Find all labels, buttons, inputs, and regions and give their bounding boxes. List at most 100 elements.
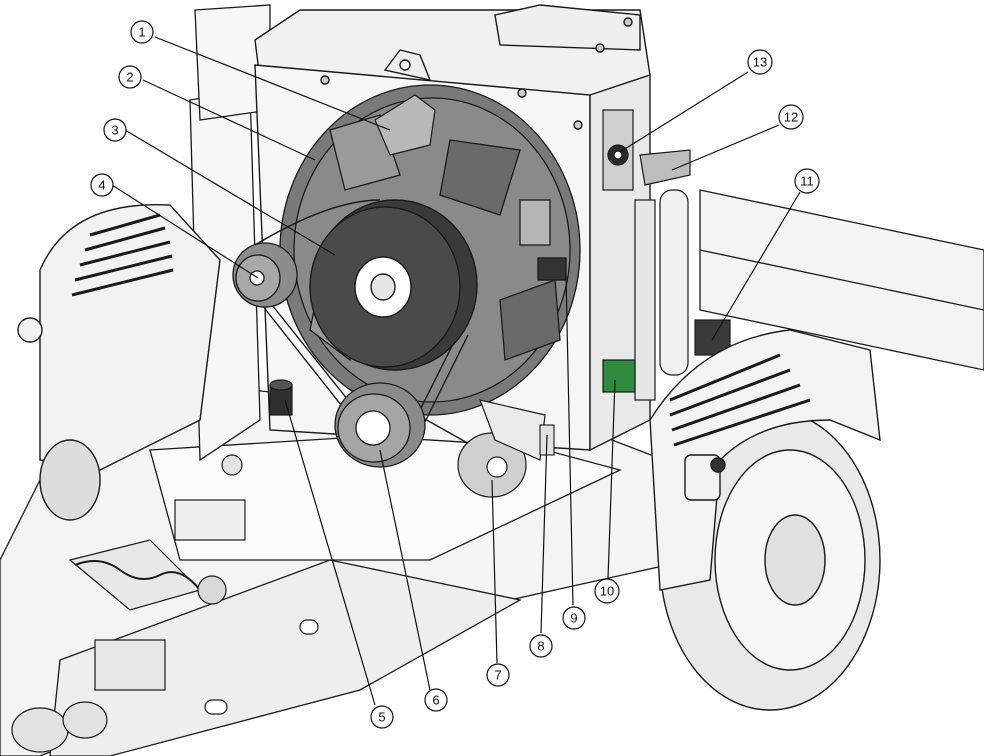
leader-1 <box>154 36 391 131</box>
leader-9 <box>565 274 574 606</box>
belt-right-2 <box>419 334 469 433</box>
top-hinge-bracket <box>639 149 691 186</box>
callout-label: 11 <box>800 174 814 189</box>
gas-strut <box>659 189 689 376</box>
small-pulley <box>232 242 298 308</box>
right-hub <box>764 514 826 606</box>
belt-left-2 <box>267 299 353 406</box>
leader-6 <box>379 449 431 691</box>
right-fender-body <box>649 329 881 591</box>
belt-left <box>257 299 346 411</box>
chassis-slot <box>204 699 228 715</box>
callout-circle <box>486 663 510 687</box>
bolt <box>623 17 633 27</box>
callout-label: 3 <box>111 123 118 138</box>
chassis-slot <box>299 619 319 635</box>
drawbar-parts <box>11 454 319 753</box>
left-reflector <box>17 317 43 343</box>
callout-label: 2 <box>126 70 133 85</box>
callout-4: 4 <box>90 173 114 197</box>
callout-label: 6 <box>432 693 439 708</box>
tension-pulley <box>334 382 426 468</box>
fan-rib <box>439 139 521 216</box>
callout-circle <box>778 104 804 130</box>
callout-label: 1 <box>138 25 145 40</box>
terminal-block <box>694 319 731 356</box>
bolt <box>320 75 330 85</box>
fan-block <box>519 199 551 246</box>
left-fender <box>17 203 221 521</box>
callout-circle <box>90 173 114 197</box>
callout-3: 3 <box>103 118 127 142</box>
leader-13 <box>619 71 749 153</box>
fan-rib <box>499 279 561 361</box>
lift-eye <box>399 59 411 71</box>
callout-8: 8 <box>529 634 553 658</box>
spring-coil <box>74 560 201 591</box>
switch-knob-center <box>613 150 623 160</box>
left-fender-ribs <box>71 213 174 297</box>
lower-sensor <box>269 379 293 416</box>
terminal-strip <box>634 199 656 401</box>
bolt <box>595 43 605 53</box>
callout-label: 8 <box>537 639 544 654</box>
leader-12 <box>671 124 780 171</box>
callout-circle <box>370 705 394 729</box>
callout-1: 1 <box>130 20 154 44</box>
sensor-cap <box>269 379 293 391</box>
callout-7: 7 <box>486 663 510 687</box>
callout-13: 13 <box>747 49 773 75</box>
leader-7 <box>491 479 498 664</box>
callout-circle <box>747 49 773 75</box>
fan-sensor <box>537 257 567 281</box>
bolt <box>517 88 527 98</box>
beam-edge <box>699 249 984 311</box>
idler-roller-hub <box>486 456 508 478</box>
coupling-handle <box>197 575 227 605</box>
right-fender-ribs <box>669 353 811 447</box>
top-disc-bracket <box>374 94 436 156</box>
callout-label: 4 <box>98 178 105 193</box>
callout-12: 12 <box>778 104 804 130</box>
right-wheel-assembly <box>649 329 881 711</box>
pcb-board <box>602 359 636 393</box>
bolt <box>573 120 583 130</box>
callout-5: 5 <box>370 705 394 729</box>
right-reflector-light <box>710 457 726 473</box>
leader-3 <box>124 129 336 256</box>
leader-11 <box>711 191 801 341</box>
callout-circle <box>118 65 142 89</box>
callout-circle <box>103 118 127 142</box>
callout-10: 10 <box>594 578 620 604</box>
callout-label: 10 <box>600 584 614 599</box>
callout-circle <box>529 634 553 658</box>
control-panel <box>602 109 731 401</box>
top-box <box>494 4 641 51</box>
callout-circle <box>562 606 586 630</box>
large-pulley-bore <box>370 273 396 301</box>
callout-circle <box>594 578 620 604</box>
callout-label: 7 <box>494 668 501 683</box>
valve-knob <box>221 454 243 476</box>
hose-coupling <box>11 707 69 753</box>
leader-10 <box>607 379 616 579</box>
left-fender-body <box>39 203 221 471</box>
tension-pulley-bore <box>355 410 391 446</box>
callouts: 1 2 3 4 5 6 7 <box>90 20 820 729</box>
callout-2: 2 <box>118 65 142 89</box>
belt-upper <box>254 199 381 246</box>
callout-11: 11 <box>794 168 820 194</box>
leader-lines <box>111 36 801 706</box>
callout-label: 5 <box>378 710 385 725</box>
left-tire-visible <box>39 439 101 521</box>
idler-roller <box>457 399 546 498</box>
callout-circle <box>424 688 448 712</box>
leader-4 <box>111 184 259 279</box>
callout-label: 13 <box>753 55 767 70</box>
leader-2 <box>142 79 316 161</box>
callout-label: 12 <box>784 110 798 125</box>
leader-8 <box>540 434 548 634</box>
valve-block <box>174 499 246 541</box>
hose-coupling <box>62 701 108 739</box>
